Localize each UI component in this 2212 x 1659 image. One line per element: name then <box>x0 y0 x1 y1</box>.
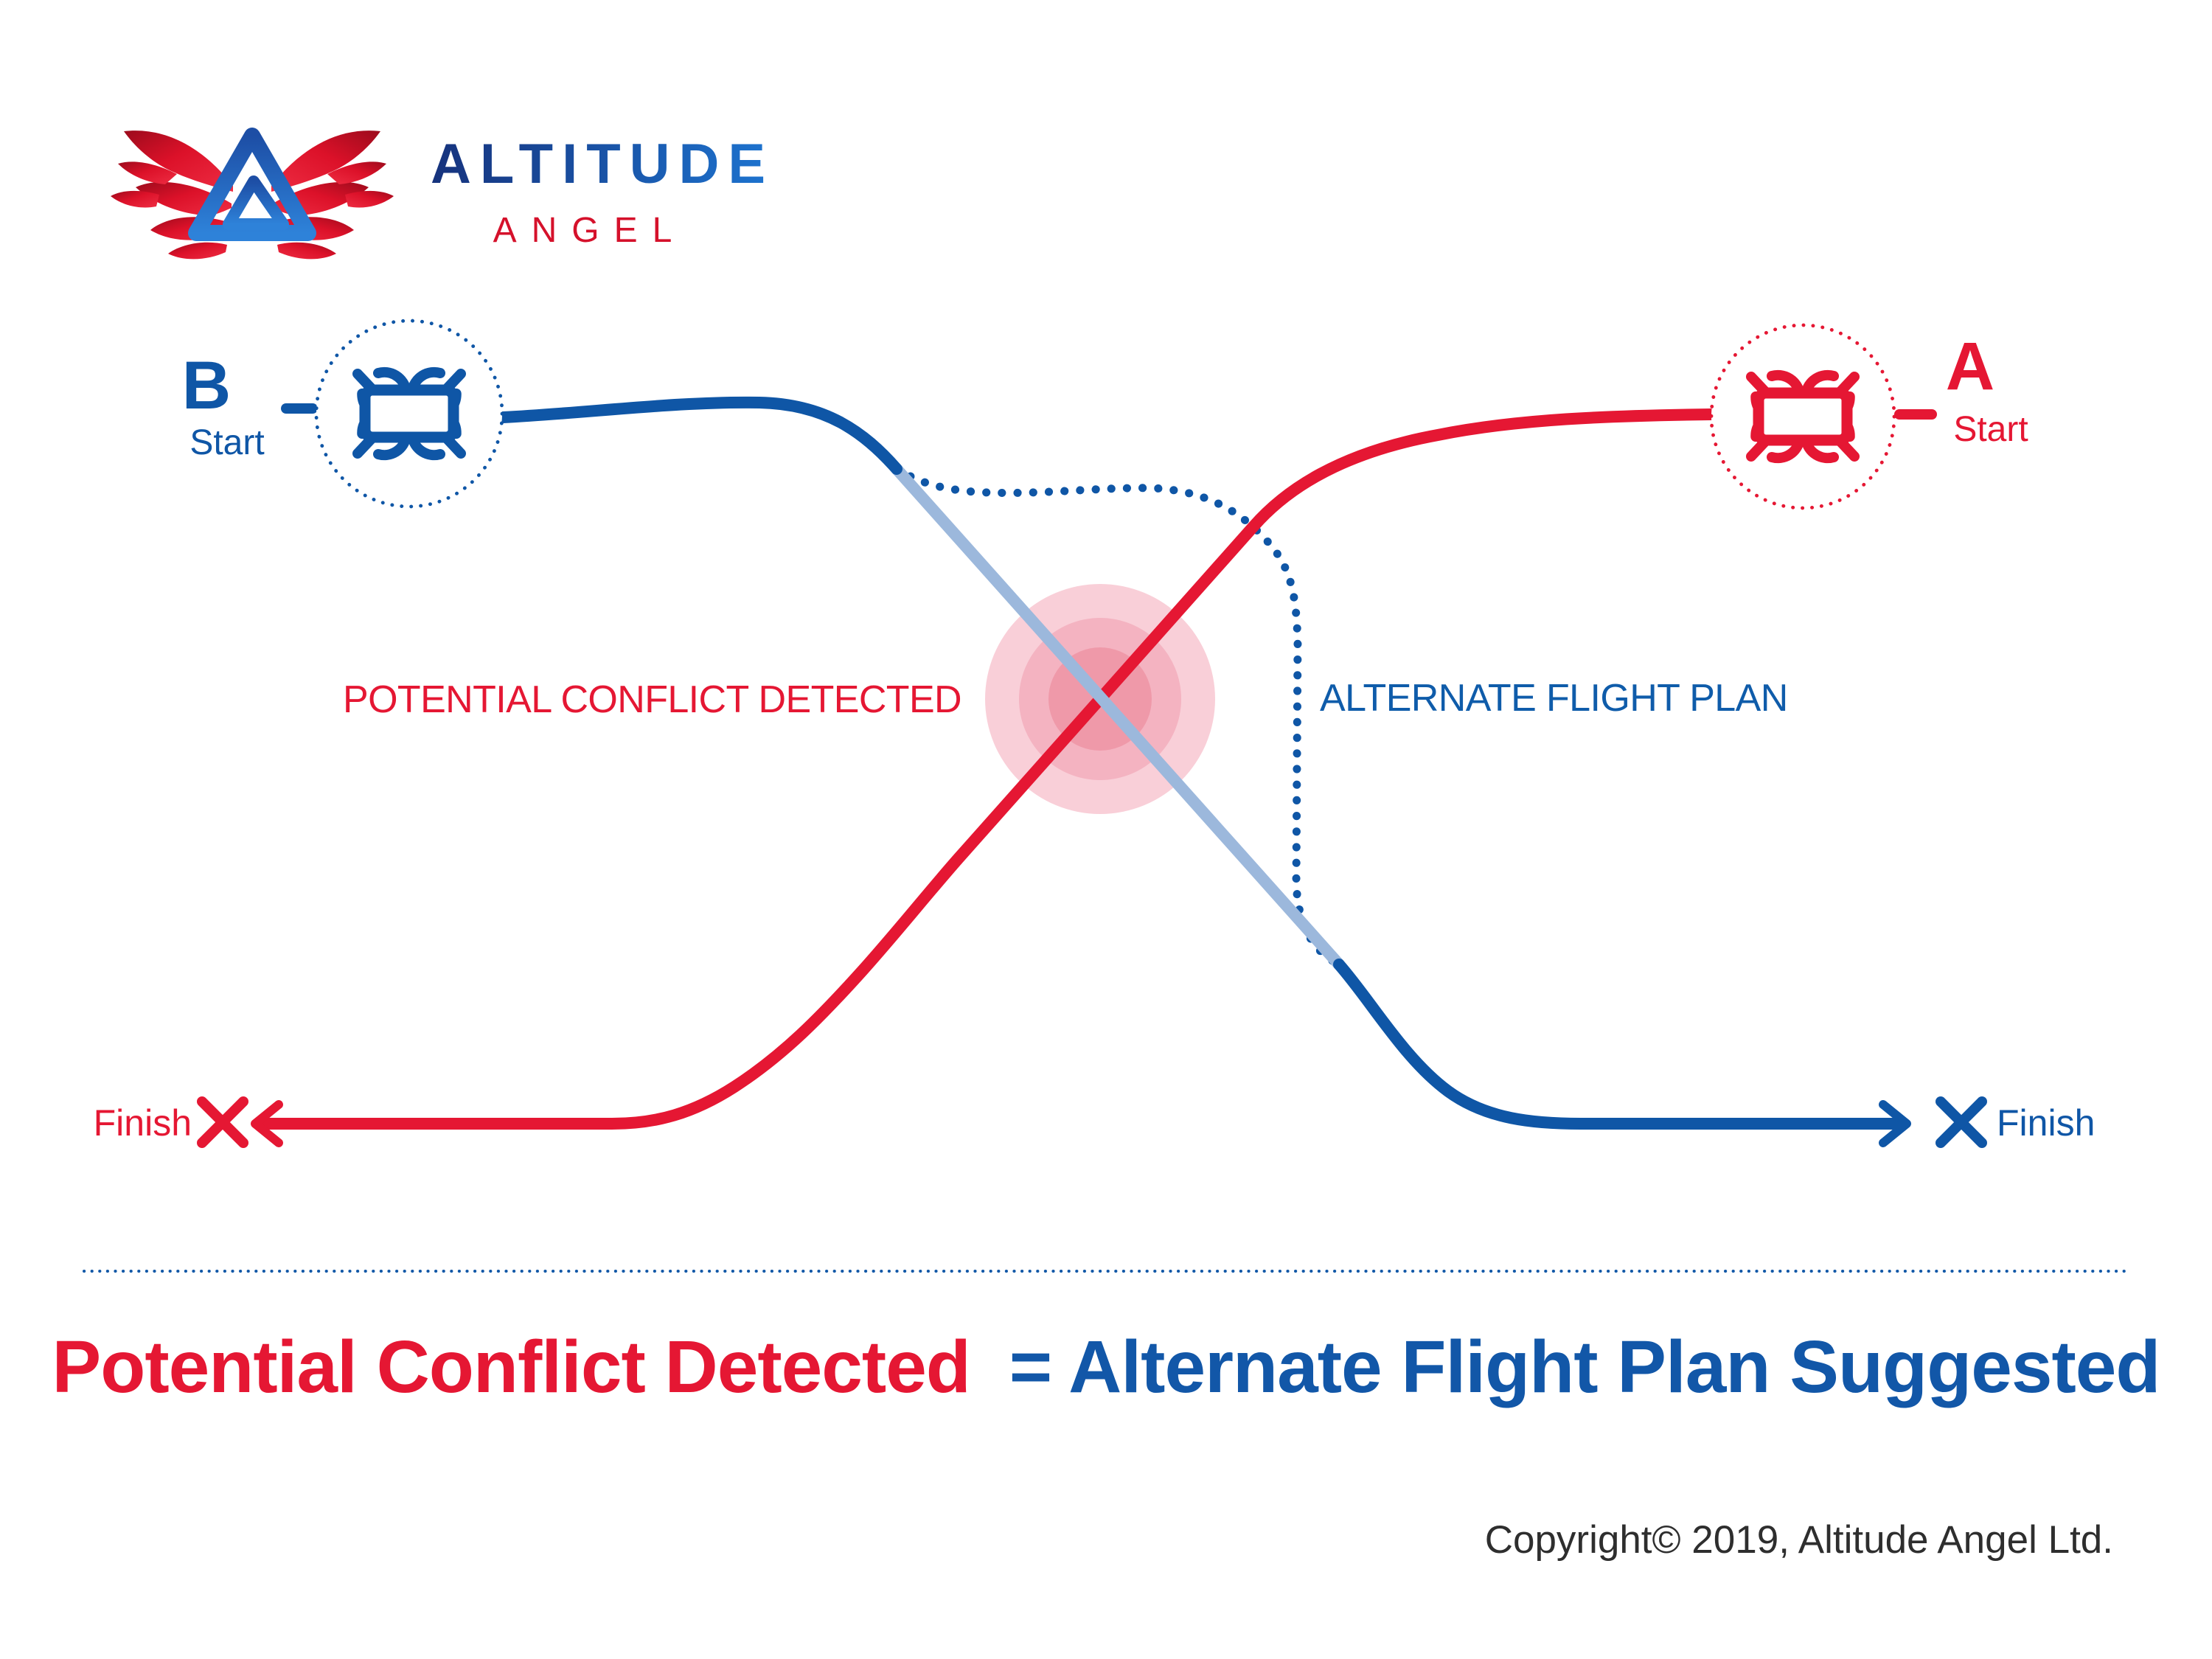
conflict-label: POTENTIAL CONFLICT DETECTED <box>343 678 961 721</box>
arrowhead-right-icon <box>1879 1100 1911 1147</box>
arrowhead-left-icon <box>251 1100 283 1147</box>
page-title: Potential Conflict Detected = Alternate … <box>52 1326 2160 1408</box>
logo: ALTITUDE ANGEL <box>111 128 774 260</box>
finish-b-label: Finish <box>1997 1102 2095 1144</box>
logo-triangle-icon <box>188 128 316 241</box>
flight-path-b-end <box>1333 959 1902 1130</box>
drone-a-start: A Start <box>1709 323 2028 510</box>
drone-b-start-label: Start <box>189 423 264 462</box>
flight-path-b-start <box>497 396 902 475</box>
flight-diagram: B Start A Start Finish <box>94 319 2095 1148</box>
finish-a-label: Finish <box>94 1102 192 1144</box>
alternate-flight-path <box>892 465 1343 969</box>
flight-path-b-original <box>891 463 1345 970</box>
drone-a-letter: A <box>1946 329 1994 404</box>
drone-a-start-label: Start <box>1953 410 2028 449</box>
flight-path-a <box>257 408 1717 1130</box>
x-mark-a-icon <box>197 1096 248 1148</box>
finish-marker-b: Finish <box>1879 1096 2095 1148</box>
copyright-text: Copyright© 2019, Altitude Angel Ltd. <box>1485 1518 2113 1562</box>
logo-sub-text: ANGEL <box>493 211 687 250</box>
x-mark-b-icon <box>1935 1096 1987 1148</box>
finish-marker-a: Finish <box>94 1096 283 1148</box>
drone-b-icon <box>358 372 461 455</box>
drone-b-start: B Start <box>182 319 504 509</box>
alternate-label: ALTERNATE FLIGHT PLAN <box>1320 677 1788 720</box>
logo-brand-text: ALTITUDE <box>431 133 774 195</box>
drone-a-icon <box>1751 375 1854 458</box>
page-title-blue: = Alternate Flight Plan Suggested <box>1009 1326 2160 1408</box>
drone-b-letter: B <box>182 348 231 423</box>
page-title-red: Potential Conflict Detected <box>52 1326 970 1408</box>
